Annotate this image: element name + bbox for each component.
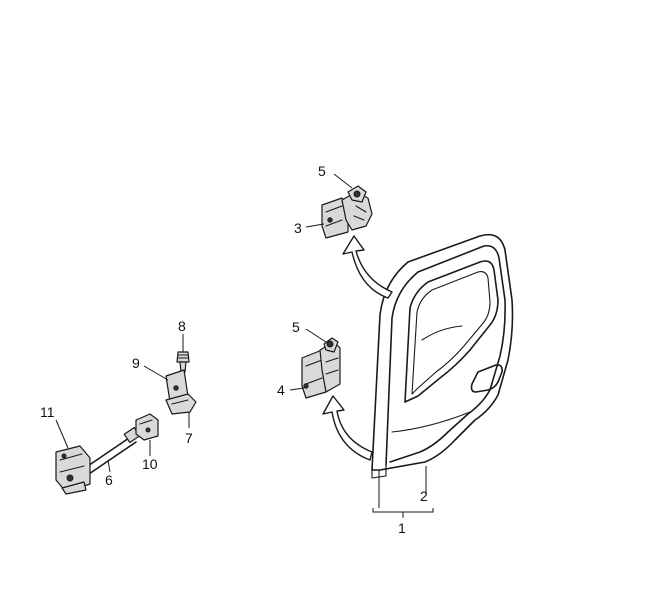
door-panel — [371, 233, 514, 518]
striker-assembly — [165, 351, 197, 415]
callout-2: 2 — [420, 488, 428, 504]
callout-labels: 5 3 5 4 2 1 8 9 7 10 6 11 — [40, 163, 428, 536]
callout-5-lower: 5 — [292, 319, 300, 335]
callout-4: 4 — [277, 382, 285, 398]
lower-hinge-arrow — [322, 395, 373, 461]
upper-hinge — [321, 185, 373, 239]
door-checker-assembly — [55, 413, 159, 495]
upper-hinge-arrow — [342, 235, 393, 299]
callout-6: 6 — [105, 472, 113, 488]
callout-7: 7 — [185, 430, 193, 446]
callout-9: 9 — [132, 355, 140, 371]
callout-10: 10 — [142, 456, 158, 472]
callout-3: 3 — [294, 220, 302, 236]
callout-1: 1 — [398, 520, 406, 536]
leader-lines — [55, 173, 353, 473]
callout-5-upper: 5 — [318, 163, 326, 179]
callout-8: 8 — [178, 318, 186, 334]
lower-hinge — [301, 337, 341, 399]
callout-11: 11 — [40, 404, 55, 420]
